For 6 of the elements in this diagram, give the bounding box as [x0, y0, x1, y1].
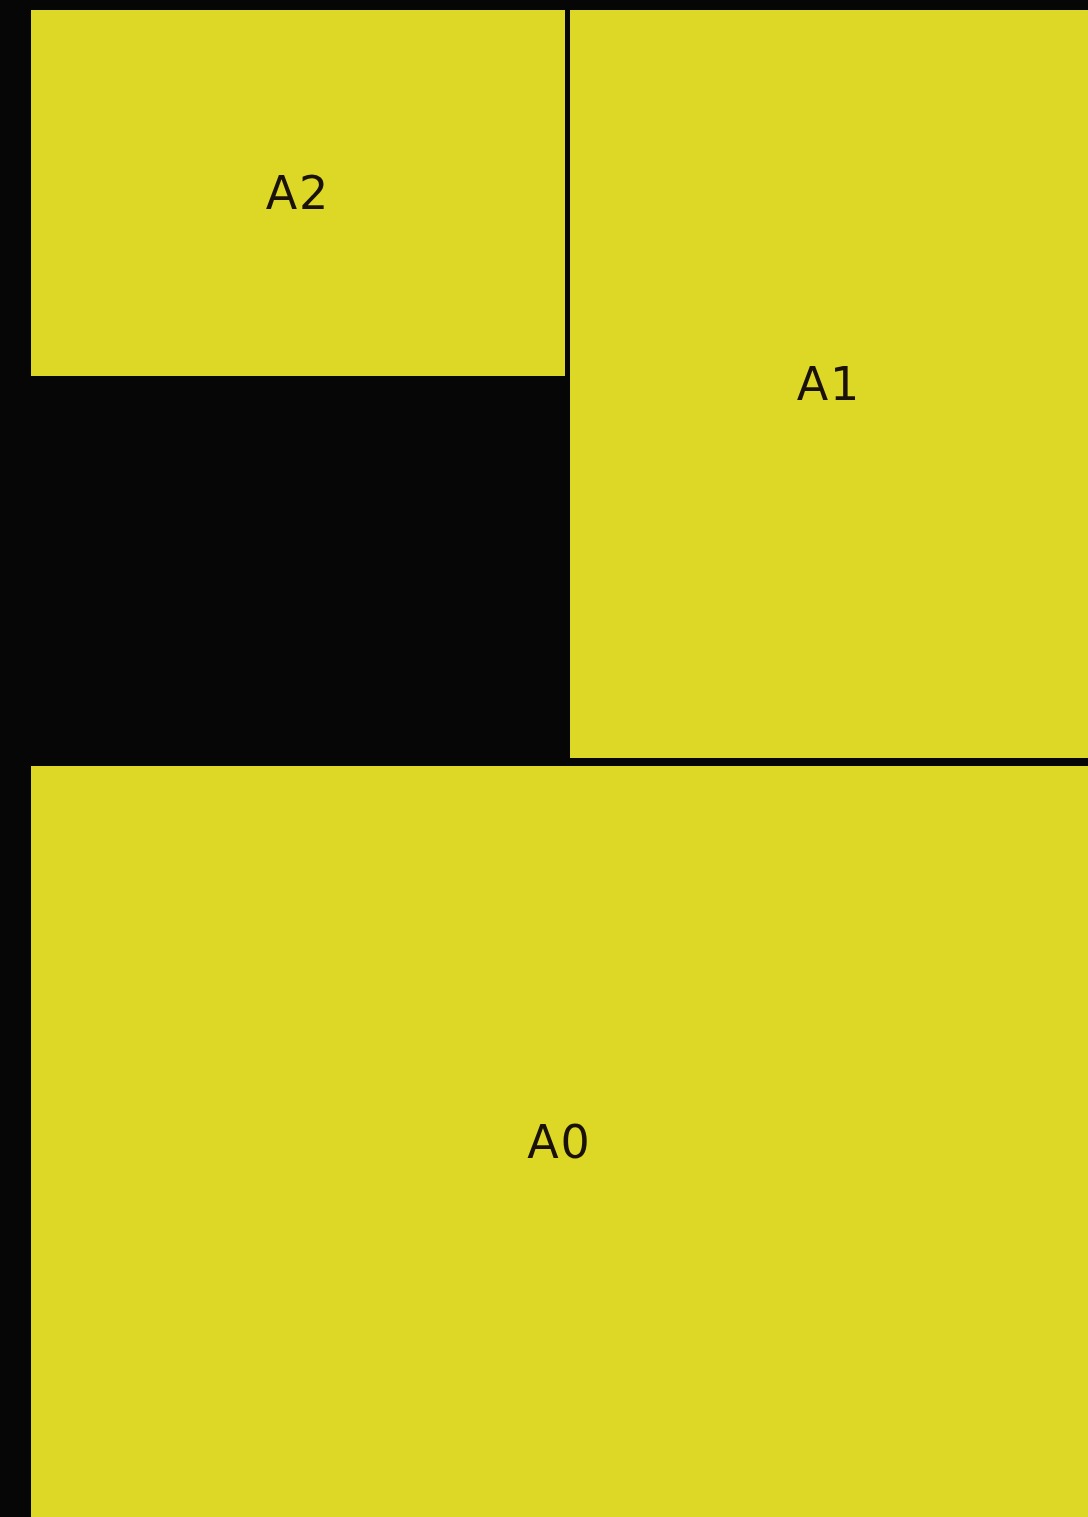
sheet-size-label: A1 — [796, 357, 862, 411]
paper-sheet — [31, 766, 1088, 1517]
sheet-size-label: A0 — [527, 1114, 592, 1169]
sheet-size-label: A2 — [265, 166, 331, 220]
paper-sheet — [570, 10, 1088, 758]
paper-sheet — [31, 10, 565, 376]
